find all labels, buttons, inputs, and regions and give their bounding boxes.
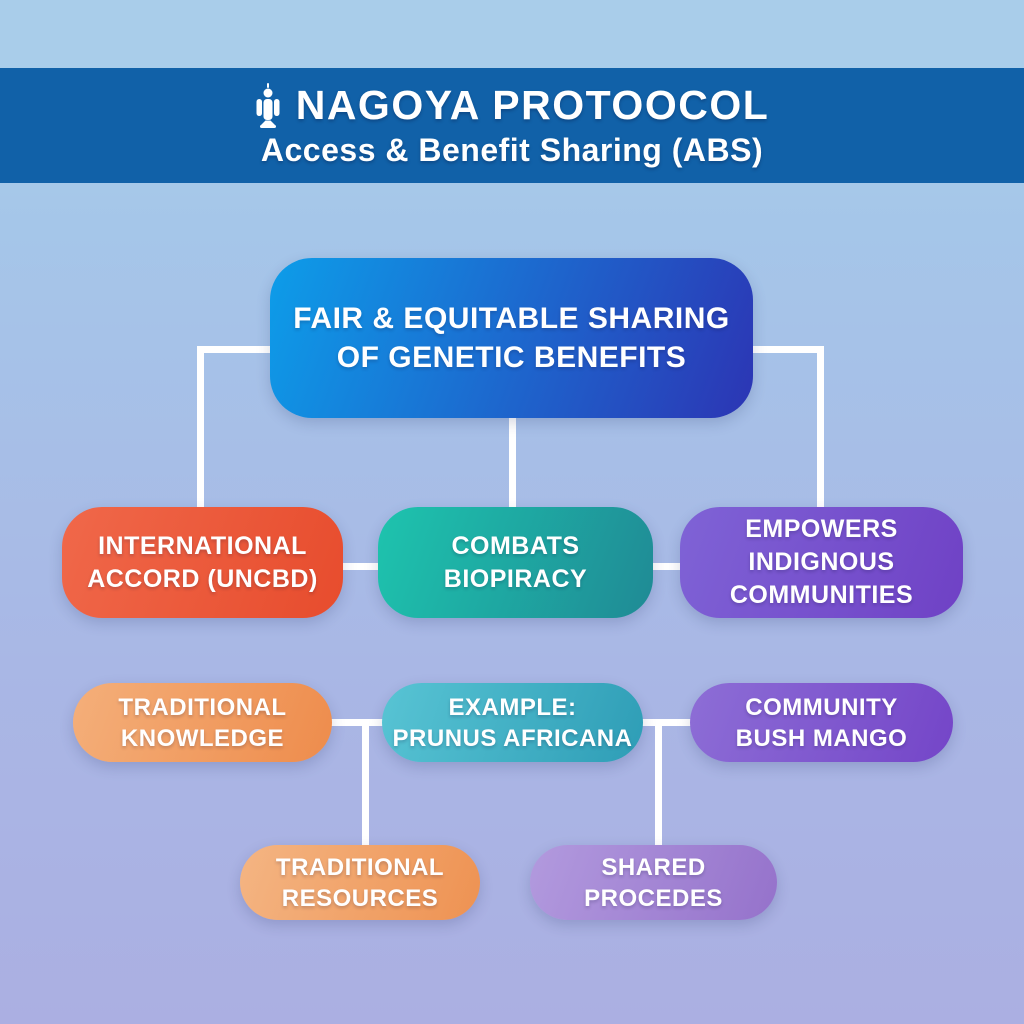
node-combats-biopiracy: COMBATS BIOPIRACY [378, 507, 653, 618]
node-label-line: KNOWLEDGE [120, 724, 285, 752]
node-community-bush-mango: COMMUNITY BUSH MANGO [690, 683, 953, 762]
header-bar: NAGOYA PROTOOCOL Access & Benefit Sharin… [0, 68, 1024, 183]
node-shared-procedes: SHARED PROCEDES [530, 845, 777, 920]
header-title-row: NAGOYA PROTOOCOL [255, 82, 770, 129]
node-label-line: TRADITIONAL [275, 853, 445, 881]
node-label-line: EXAMPLE: [448, 693, 577, 721]
node-traditional-knowledge: TRADITIONAL KNOWLEDGE [73, 683, 332, 762]
node-label-line: PROCEDES [584, 884, 723, 912]
node-label-line: FAIR & EQUITABLE SHARING [293, 302, 730, 335]
connector-accord-biopiracy [340, 563, 382, 570]
node-label-line: TRADITIONAL [118, 693, 287, 721]
node-label-line: SHARED [601, 853, 706, 881]
person-icon [255, 82, 281, 129]
node-label-line: COMMUNITIES [729, 581, 914, 609]
node-label-line: EMPOWERS INDIGNOUS [745, 515, 898, 576]
connector-root-to-accord-vertical [197, 346, 204, 511]
node-label-line: COMBATS [451, 531, 580, 560]
connector-down-to-procedes [655, 722, 662, 849]
node-international-accord: INTERNATIONAL ACCORD (UNCBD) [62, 507, 343, 618]
node-label-line: BIOPIRACY [443, 564, 588, 593]
connector-down-to-resources [362, 722, 369, 849]
page-title: NAGOYA PROTOOCOL [295, 82, 770, 128]
node-label-line: RESOURCES [281, 884, 439, 912]
node-empowers-indigenous-communities: EMPOWERS INDIGNOUS COMMUNITIES [680, 507, 963, 618]
node-label-line: INTERNATIONAL [98, 531, 307, 560]
connector-root-to-biopiracy-vertical [509, 412, 516, 511]
connector-root-to-communities-vertical [817, 346, 824, 511]
node-traditional-resources: TRADITIONAL RESOURCES [240, 845, 480, 920]
node-fair-equitable-sharing: FAIR & EQUITABLE SHARING OF GENETIC BENE… [270, 258, 753, 418]
connector-biopiracy-communities [650, 563, 684, 570]
node-label-line: OF GENETIC BENEFITS [336, 341, 687, 374]
connector-root-to-accord-horizontal [197, 346, 274, 353]
node-label-line: COMMUNITY [745, 693, 898, 721]
node-example-prunus-africana: EXAMPLE: PRUNUS AFRICANA [382, 683, 643, 762]
node-label-line: BUSH MANGO [735, 724, 908, 752]
connector-example-bushmango [640, 719, 694, 726]
page-subtitle: Access & Benefit Sharing (ABS) [260, 132, 764, 168]
connector-root-to-communities-horizontal [750, 346, 824, 353]
connector-knowledge-example [330, 719, 386, 726]
node-label-line: PRUNUS AFRICANA [392, 724, 633, 752]
node-label-line: ACCORD (UNCBD) [87, 564, 318, 593]
